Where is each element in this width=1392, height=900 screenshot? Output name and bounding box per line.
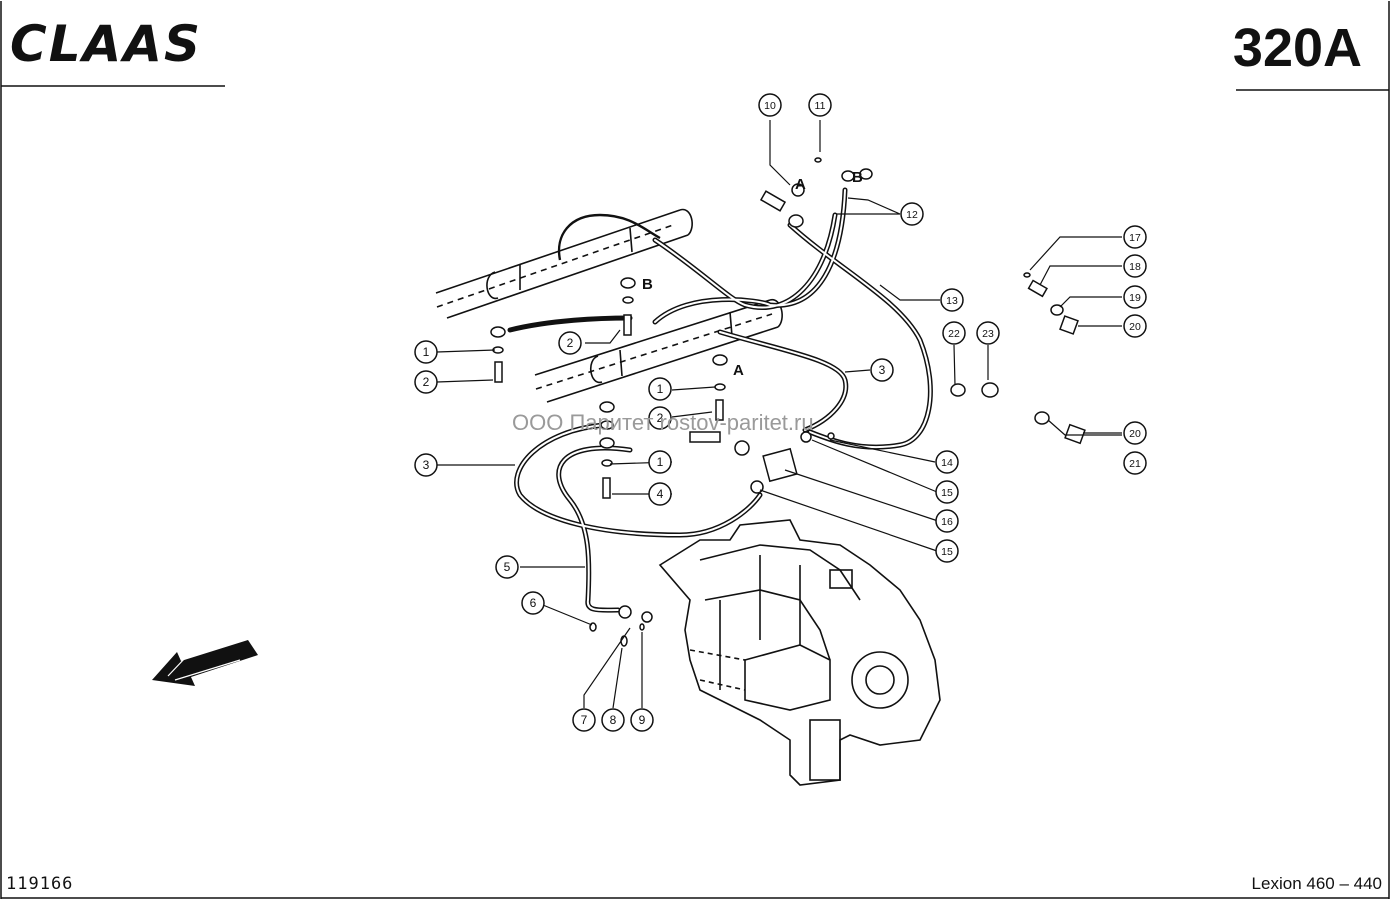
callout-18 bbox=[1123, 254, 1147, 278]
callout-5 bbox=[495, 555, 519, 579]
callout-label: 20 bbox=[1129, 321, 1141, 333]
callout-3-b bbox=[870, 358, 894, 382]
callout-6 bbox=[521, 591, 545, 615]
callout-label: 15 bbox=[941, 546, 953, 558]
callout-8 bbox=[601, 708, 625, 732]
lower-cylinder bbox=[534, 299, 783, 403]
fittings bbox=[490, 157, 1086, 647]
callout-label: 21 bbox=[1129, 458, 1141, 470]
callout-label: 9 bbox=[639, 713, 646, 727]
callout-1-a bbox=[414, 340, 438, 364]
document-id: 119166 bbox=[6, 874, 74, 894]
callout-2-a bbox=[414, 370, 438, 394]
callout-label: 23 bbox=[982, 328, 994, 340]
direction-arrow-icon bbox=[152, 640, 258, 686]
brand-logo: CLAAS bbox=[10, 15, 202, 73]
port-label-b: B bbox=[852, 169, 863, 186]
callout-label: 2 bbox=[657, 411, 664, 425]
callout-label: 17 bbox=[1129, 232, 1141, 244]
callout-15-a bbox=[935, 480, 959, 504]
model-label: Lexion 460 – 440 bbox=[1251, 874, 1382, 893]
callout-label: 7 bbox=[581, 713, 588, 727]
callout-14 bbox=[935, 450, 959, 474]
callout-1-c bbox=[648, 450, 672, 474]
pump-assembly bbox=[658, 519, 941, 786]
leader-lines bbox=[436, 120, 1122, 709]
callout-label: 18 bbox=[1129, 261, 1141, 273]
callout-label: 14 bbox=[941, 457, 953, 469]
callout-label: 13 bbox=[946, 295, 958, 307]
callout-13 bbox=[940, 288, 964, 312]
callout-label: 15 bbox=[941, 487, 953, 499]
callout-1-b bbox=[648, 377, 672, 401]
callout-11 bbox=[808, 93, 832, 117]
port-label-b: B bbox=[642, 276, 653, 293]
callout-label: 3 bbox=[423, 458, 430, 472]
callout-label: 1 bbox=[657, 455, 664, 469]
port-label-a: A bbox=[795, 176, 806, 193]
callout-label: 2 bbox=[567, 336, 574, 350]
port-label-a: A bbox=[733, 362, 744, 379]
callout-7 bbox=[572, 708, 596, 732]
callout-2-b bbox=[558, 331, 582, 355]
callout-label: 3 bbox=[879, 363, 886, 377]
callout-label: 8 bbox=[610, 713, 617, 727]
callout-20-a bbox=[1123, 314, 1147, 338]
callout-17 bbox=[1123, 225, 1147, 249]
callout-20-b bbox=[1123, 421, 1147, 445]
watermark: ООО Паритет rostov-paritet.ru bbox=[512, 410, 814, 435]
port-labels: B A A B bbox=[642, 169, 863, 379]
callout-label: 10 bbox=[764, 100, 776, 112]
callout-label: 12 bbox=[906, 209, 918, 221]
hose-highlights bbox=[515, 189, 932, 612]
callout-label: 1 bbox=[423, 345, 430, 359]
callout-23 bbox=[976, 321, 1000, 345]
callouts bbox=[414, 93, 1147, 732]
callout-label: 19 bbox=[1129, 292, 1141, 304]
callout-3-a bbox=[414, 453, 438, 477]
callout-4 bbox=[648, 482, 672, 506]
callout-label: 2 bbox=[423, 375, 430, 389]
callout-label: 4 bbox=[657, 487, 664, 501]
callout-label: 6 bbox=[530, 596, 537, 610]
callout-label: 1 bbox=[657, 382, 664, 396]
callout-10 bbox=[758, 93, 782, 117]
callout-label: 20 bbox=[1129, 428, 1141, 440]
callout-21-bubble bbox=[1123, 451, 1147, 475]
callout-label: 5 bbox=[504, 560, 511, 574]
callout-2-c bbox=[648, 406, 672, 430]
callout-12 bbox=[900, 202, 924, 226]
callout-9 bbox=[630, 708, 654, 732]
upper-cylinder bbox=[435, 208, 693, 319]
callout-label: 16 bbox=[941, 516, 953, 528]
callout-19 bbox=[1123, 285, 1147, 309]
page-number: 320A bbox=[1232, 18, 1362, 78]
callout-label: 22 bbox=[948, 328, 960, 340]
callout-16 bbox=[935, 509, 959, 533]
callout-22 bbox=[942, 321, 966, 345]
callout-label: 11 bbox=[815, 100, 826, 112]
callout-labels: 1 2 2 1 2 1 4 3 3 5 6 7 8 9 10 11 12 13 … bbox=[423, 100, 1141, 727]
callout-15-b bbox=[935, 539, 959, 563]
